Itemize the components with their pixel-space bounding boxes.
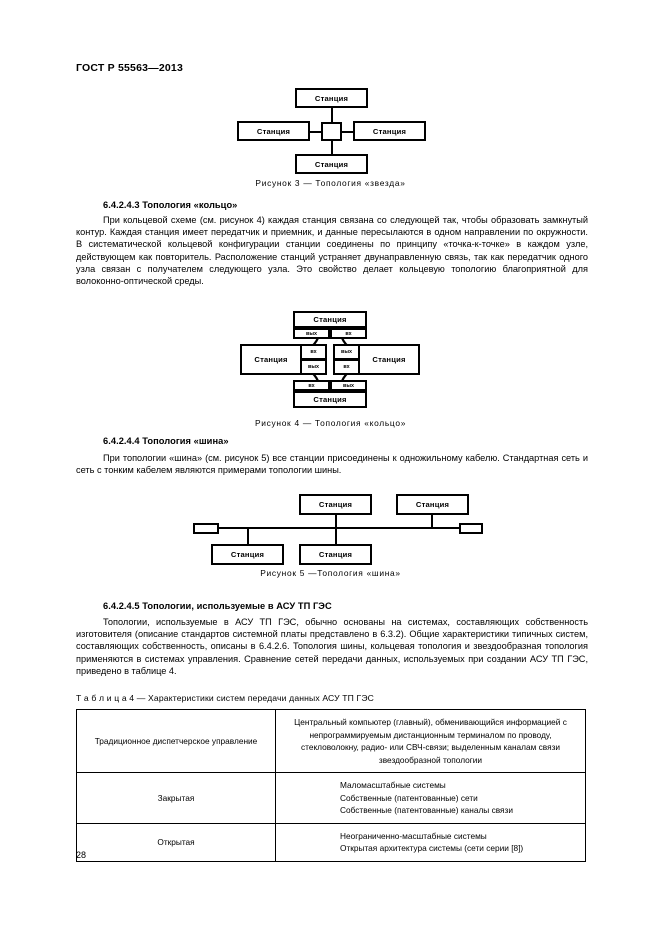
table-body: Традиционное диспетчерское управление Це… bbox=[76, 709, 586, 862]
ring-station-bottom: Станция bbox=[293, 391, 367, 408]
port-label: вх bbox=[308, 382, 315, 389]
ring-port-bottom-out: вых bbox=[330, 380, 367, 391]
station-label: Станция bbox=[372, 355, 406, 364]
star-link-top bbox=[331, 108, 333, 127]
figure-5-caption: Рисунок 5 —Топология «шина» bbox=[260, 568, 401, 578]
bus-drop-lower-2 bbox=[335, 528, 337, 545]
station-label: Станция bbox=[314, 93, 349, 103]
station-label: Станция bbox=[314, 159, 349, 169]
document-header: ГОСТ Р 55563—2013 bbox=[76, 62, 184, 74]
station-label: Станция bbox=[318, 500, 353, 509]
table-cell-description: Центральный компьютер (главный), обменив… bbox=[275, 709, 586, 773]
bus-station-lower-1: Станция bbox=[211, 544, 284, 565]
bus-station-upper-2: Станция bbox=[396, 494, 469, 515]
bus-drop-lower-1 bbox=[247, 528, 249, 545]
port-label: вх bbox=[343, 364, 350, 370]
port-label: вых bbox=[343, 382, 354, 389]
station-label: Станция bbox=[313, 315, 347, 324]
table-4: Традиционное диспетчерское управление Це… bbox=[76, 709, 586, 862]
ring-port-left-in: вх bbox=[300, 344, 327, 360]
bus-station-lower-2: Станция bbox=[299, 544, 372, 565]
page-number: 28 bbox=[76, 850, 87, 860]
bus-terminator-left bbox=[193, 523, 219, 534]
ring-port-bottom-in: вх bbox=[293, 380, 330, 391]
figure-ring-topology: Станция вых вх Станция вх вых Станция вы… bbox=[240, 311, 420, 408]
star-hub-node bbox=[321, 122, 342, 141]
ring-port-top-in: вх bbox=[330, 328, 367, 339]
port-label: вых bbox=[308, 364, 319, 370]
table-4-caption: Т а б л и ц а 4 — Характеристики систем … bbox=[76, 693, 375, 703]
station-label: Станция bbox=[313, 395, 347, 404]
figure-bus-topology: Станция Станция Станция Станция bbox=[193, 494, 483, 565]
table-row: Традиционное диспетчерское управление Це… bbox=[76, 709, 586, 773]
table-cell-name: Традиционное диспетчерское управление bbox=[76, 709, 276, 773]
star-station-right: Станция bbox=[353, 121, 426, 141]
section-heading-6-4-2-4-4: 6.4.2.4.4 Топология «шина» bbox=[103, 436, 229, 446]
ring-station-top: Станция bbox=[293, 311, 367, 328]
star-station-top: Станция bbox=[295, 88, 368, 108]
bus-station-upper-1: Станция bbox=[299, 494, 372, 515]
figure-star-topology: Станция Станция Станция Станция bbox=[237, 88, 427, 174]
section-heading-6-4-2-4-3: 6.4.2.4.3 Топология «кольцо» bbox=[103, 200, 238, 210]
ring-station-left: Станция bbox=[240, 344, 302, 375]
station-label: Станция bbox=[256, 126, 291, 136]
station-label: Станция bbox=[318, 550, 353, 559]
table-cell-name: Закрытая bbox=[76, 772, 276, 824]
station-label: Станция bbox=[372, 126, 407, 136]
table-row: Открытая Неограниченно-масштабные систем… bbox=[76, 822, 586, 862]
port-label: вых bbox=[306, 330, 317, 337]
bus-drop-upper-1 bbox=[335, 514, 337, 529]
ring-port-right-out: вых bbox=[333, 344, 360, 360]
section-body-6-4-2-4-4: При топологии «шина» (см. рисунок 5) все… bbox=[76, 453, 588, 476]
ring-port-left-out: вых bbox=[300, 359, 327, 375]
star-link-bottom bbox=[331, 137, 333, 156]
star-link-left bbox=[298, 131, 322, 133]
port-label: вых bbox=[341, 349, 352, 355]
port-label: вх bbox=[345, 330, 352, 337]
port-label: вх bbox=[310, 349, 317, 355]
bus-backbone bbox=[201, 527, 476, 529]
bus-terminator-right bbox=[459, 523, 483, 534]
star-station-left: Станция bbox=[237, 121, 310, 141]
star-station-bottom: Станция bbox=[295, 154, 368, 174]
bus-drop-upper-2 bbox=[431, 514, 433, 529]
table-cell-name: Открытая bbox=[76, 822, 276, 862]
section-body-6-4-2-4-5: Топологии, используемые в АСУ ТП ГЭС, об… bbox=[76, 617, 588, 676]
section-body-6-4-2-4-3: При кольцевой схеме (см. рисунок 4) кажд… bbox=[76, 215, 588, 287]
ring-station-right: Станция bbox=[358, 344, 420, 375]
figure-4-caption: Рисунок 4 — Топология «кольцо» bbox=[254, 418, 407, 428]
station-label: Станция bbox=[415, 500, 450, 509]
figure-3-caption: Рисунок 3 — Топология «звезда» bbox=[255, 178, 406, 188]
station-label: Станция bbox=[254, 355, 288, 364]
ring-port-right-in: вх bbox=[333, 359, 360, 375]
ring-port-top-out: вых bbox=[293, 328, 330, 339]
section-heading-6-4-2-4-5: 6.4.2.4.5 Топологии, используемые в АСУ … bbox=[103, 601, 332, 611]
station-label: Станция bbox=[230, 550, 265, 559]
